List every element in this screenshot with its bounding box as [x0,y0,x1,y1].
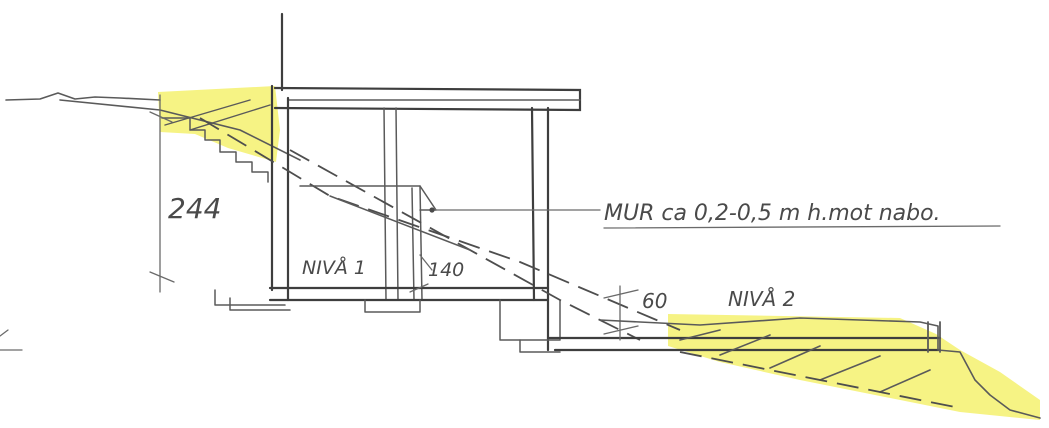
terrain-slope-upper [59,99,301,161]
level2-label: NIVÅ 2 [728,287,795,311]
footing-right [499,299,561,341]
lower-floor-step [519,339,561,353]
lower-terrain-steps [679,329,931,393]
wall-note-label: MUR ca 0,2-0,5 m h.mot nabo. [604,201,941,226]
level1-label: NIVÅ 1 [302,256,366,279]
dimension-140-label: 140 [428,259,464,281]
left-wall [270,84,290,302]
wall-note-dot [429,207,435,213]
stair-section [299,185,471,251]
wall-note-underline [603,225,1001,229]
upper-stair-stringer [164,99,271,131]
lower-terrain-slope-dashed [679,351,961,409]
floor-slab-level1 [268,286,550,302]
dimension-60-label: 60 [642,289,667,313]
interior-partition [411,185,423,301]
roof-slab [273,86,582,112]
lower-terrain-profile [599,317,1041,419]
interior-column [383,107,399,301]
right-wall [530,106,550,352]
dimension-line-244 [149,94,175,293]
stair-dashed-line-2 [199,117,681,331]
footing-mid [364,299,421,313]
height-dimension-label: 244 [168,192,221,225]
stair-dashed-line-1 [289,149,641,341]
terrain-line-left [5,92,161,101]
left-margin-mark [0,329,23,351]
lower-floor-line [546,336,942,352]
dimension-line-140 [409,254,433,293]
lower-retaining-post [927,321,941,353]
dimension-line-60 [603,285,639,341]
footing-left [214,289,291,311]
